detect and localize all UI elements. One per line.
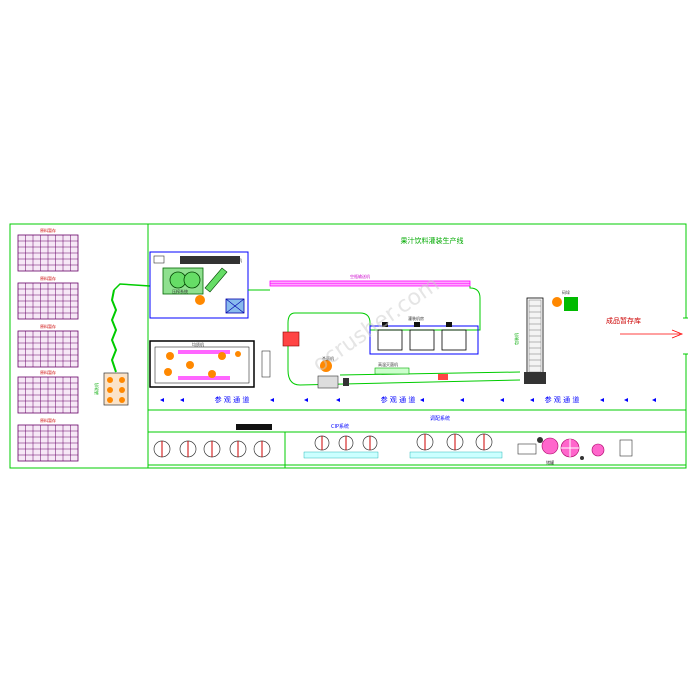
raw-feed-line: 清洗机	[93, 283, 151, 406]
packing-label: 包装机	[513, 333, 519, 345]
raw-storage-label-5: 原料暂存	[40, 417, 56, 423]
corridor-label-2: 参 观 通 道	[381, 395, 416, 404]
raw-storage-label-1: 原料暂存	[40, 227, 56, 233]
extraction-room: 破碎机 压榨系统	[149, 251, 249, 319]
corridor-arrows	[160, 398, 656, 402]
cip-label: CIP系统	[331, 423, 349, 430]
blending-system: 调配系统	[409, 415, 503, 459]
washer-label: 清洗机	[93, 383, 99, 395]
filling-room: 灌装机房	[369, 315, 479, 355]
bottle-conveyor-label: 空瓶输送机	[350, 273, 370, 279]
building-walls	[9, 223, 687, 469]
pink-conveyor: 空瓶输送机	[269, 273, 471, 287]
office-room: 均质机	[149, 340, 271, 388]
line-title: 果汁饮料灌装生产线	[401, 236, 464, 245]
crusher-label: 破碎机	[230, 257, 242, 263]
extraction-label: 压榨系统	[172, 288, 188, 294]
packing-column: 包装机 码垛	[513, 289, 578, 384]
filling-room-label: 灌装机房	[408, 315, 424, 321]
pasteurizer-label: 杀菌机	[322, 355, 334, 361]
homogenizer-label: 均质机	[192, 341, 204, 347]
blending-label: 调配系统	[430, 415, 450, 422]
sterilization-label: 高温灭菌机	[378, 361, 398, 367]
loop-equipment: 高温灭菌机 杀菌机	[282, 331, 448, 389]
exit-arrow	[620, 329, 684, 339]
cip-system: CIP系统	[303, 423, 379, 459]
tank-label: 储罐	[546, 459, 554, 465]
raw-storage-label-2: 原料暂存	[40, 275, 56, 281]
raw-material-storage: 原料暂存 原料暂存 原料暂存 原料暂存 原料暂存	[17, 227, 79, 462]
tank-group-1	[153, 424, 272, 458]
watermark: ocrusher.com	[308, 272, 444, 378]
corridor-label-3: 参 观 通 道	[545, 395, 580, 404]
raw-storage-label-3: 原料暂存	[40, 323, 56, 329]
palletizer-label: 码垛	[562, 289, 570, 295]
finished-storage-label: 成品暂存库	[606, 316, 641, 325]
corridor-label-1: 参 观 通 道	[215, 395, 250, 404]
raw-storage-label-4: 原料暂存	[40, 369, 56, 375]
right-equipment: 储罐	[517, 437, 633, 465]
